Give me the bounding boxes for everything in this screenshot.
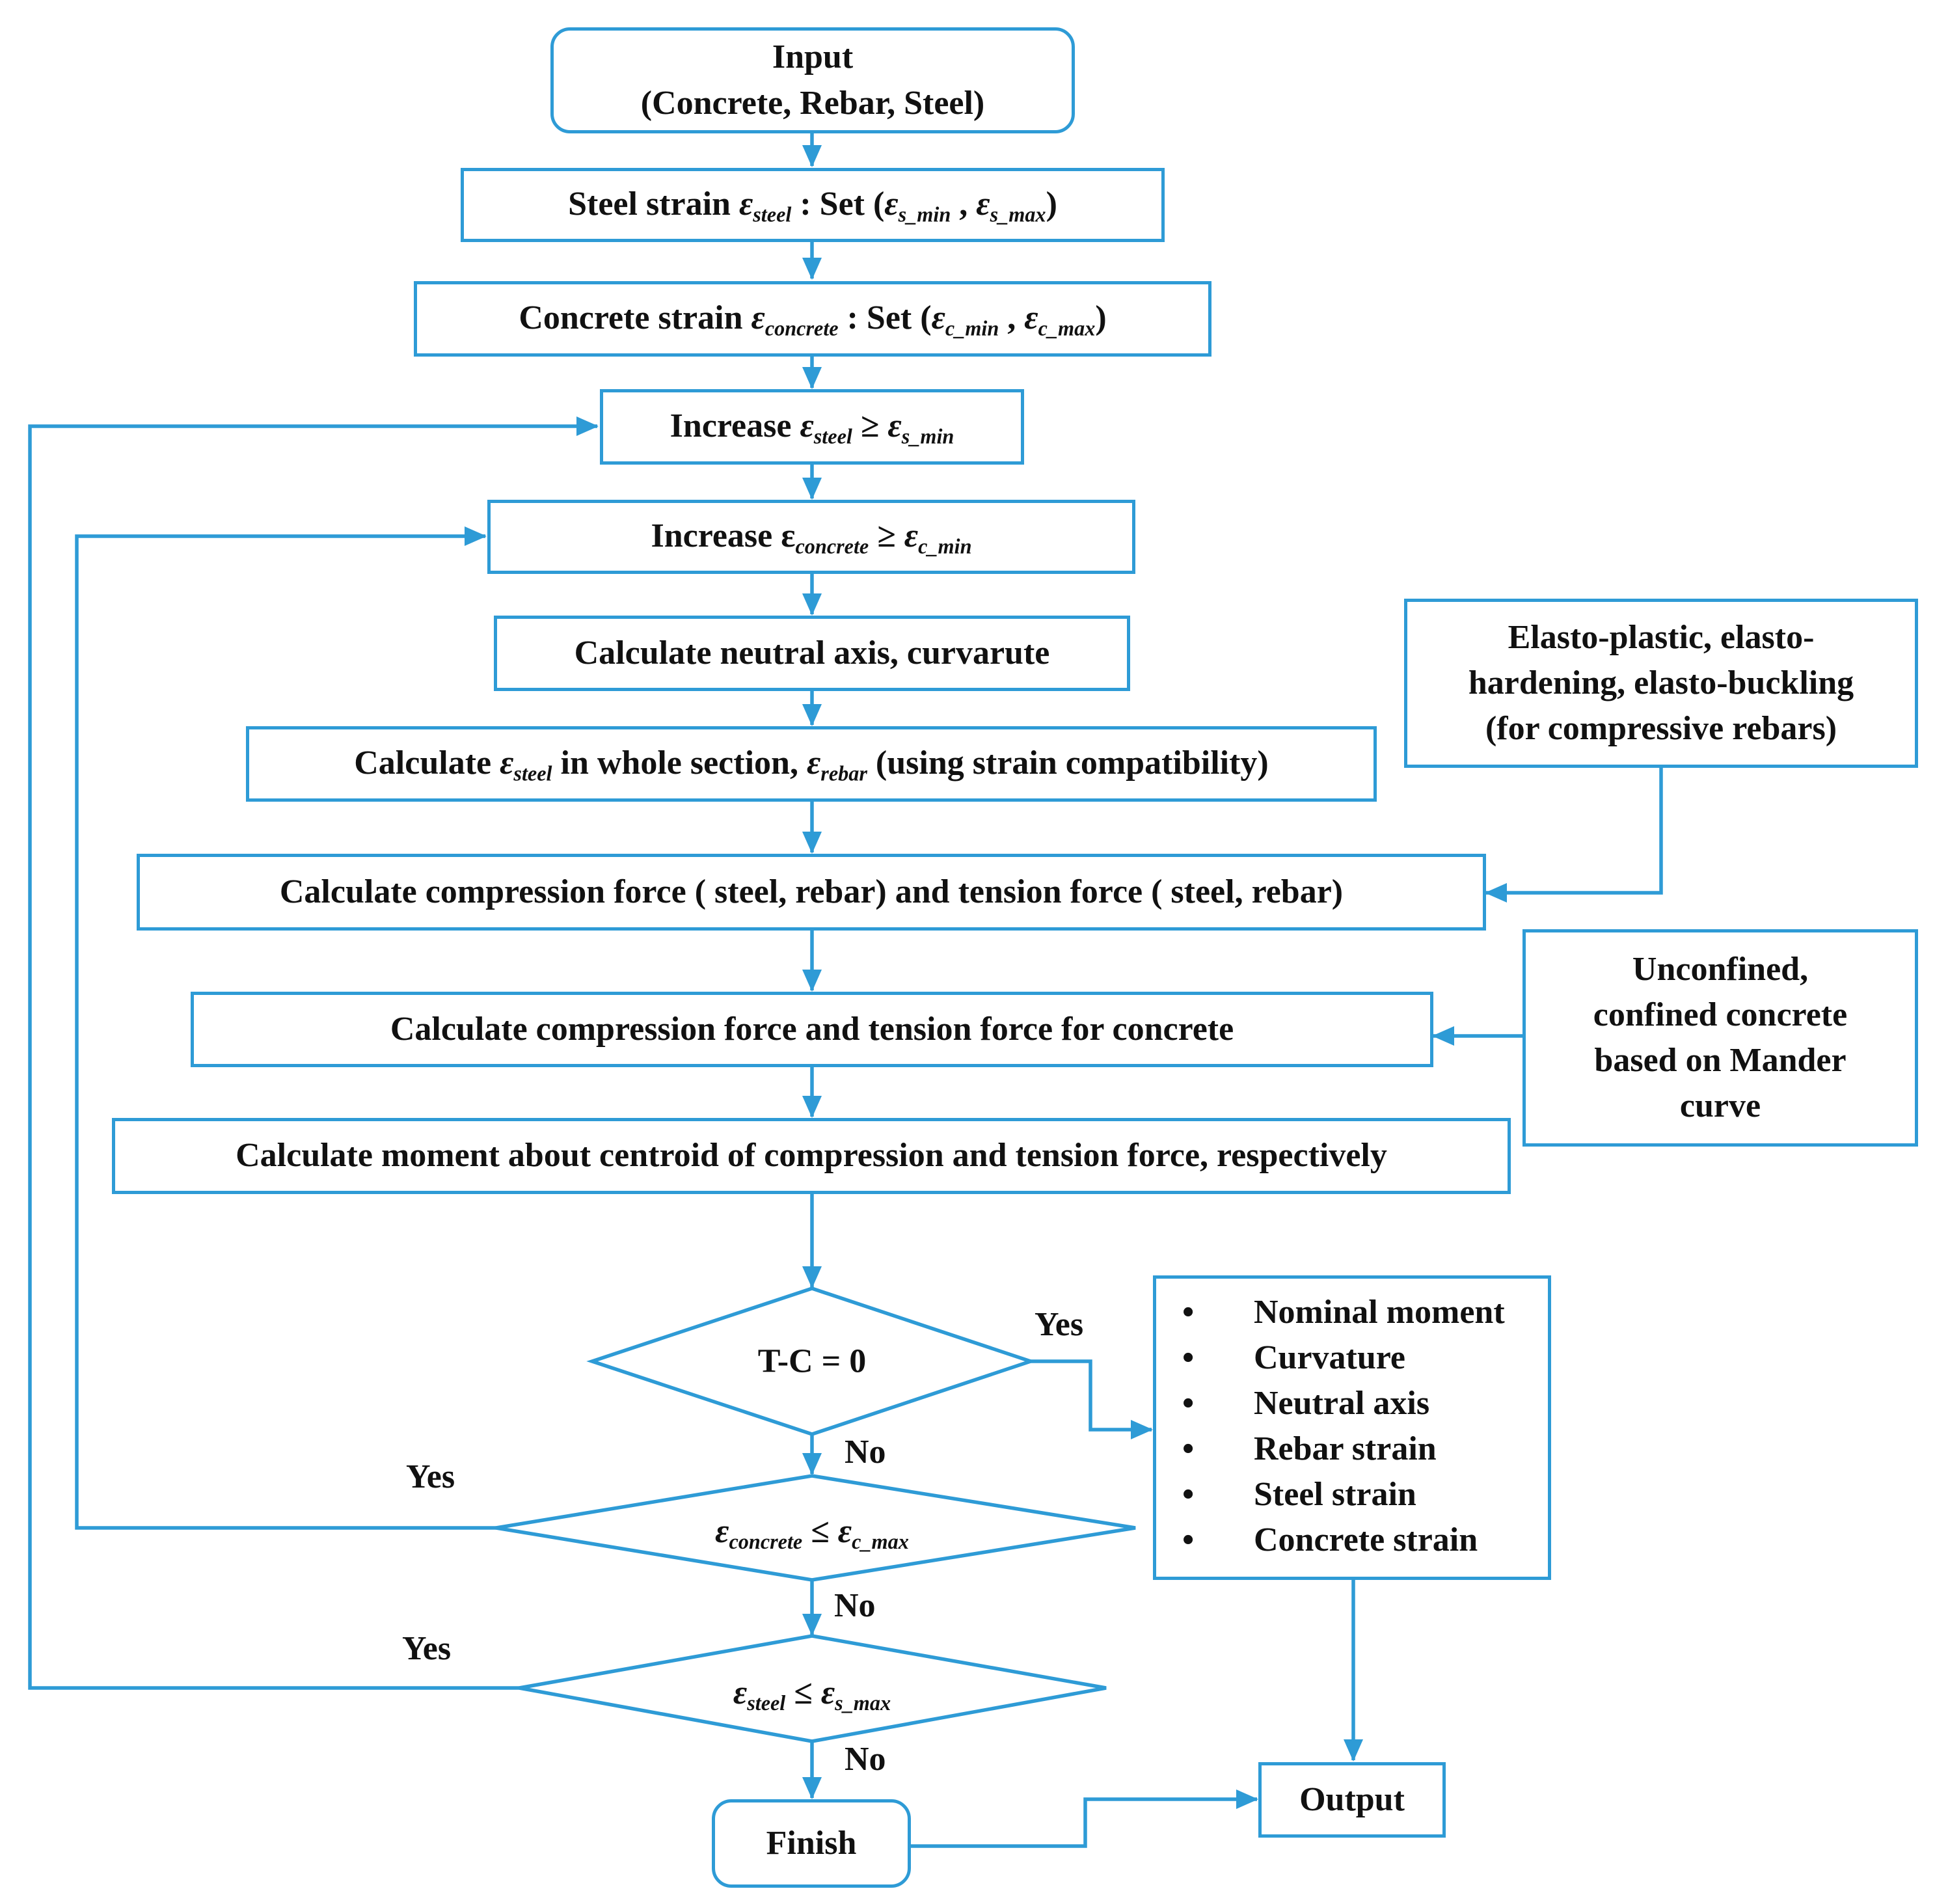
yes-label-steel: Yes: [402, 1630, 452, 1667]
result-item-label: Curvature: [1254, 1339, 1406, 1376]
decision-tc-shape: [586, 1286, 1036, 1436]
concrete-strain-set-box: Concrete strain εconcrete : Set (εc_min …: [414, 281, 1211, 357]
result-item-label: Neutral axis: [1254, 1385, 1430, 1422]
increase-steel-box: Increase εsteel ≥ εs_min: [600, 389, 1024, 465]
bullet-icon: •: [1182, 1476, 1195, 1513]
bullet-icon: •: [1182, 1521, 1195, 1558]
arrow-concrete-yes-loop: [75, 526, 496, 1530]
concrete-model-box: Unconfined, confined concrete based on M…: [1522, 929, 1918, 1147]
result-item: • Curvature: [1182, 1339, 1405, 1377]
result-item-label: Concrete strain: [1254, 1521, 1478, 1558]
decision-concrete-shape: [495, 1474, 1136, 1582]
rebar-model-box: Elasto-plastic, elasto- hardening, elast…: [1404, 599, 1918, 768]
bullet-icon: •: [1182, 1294, 1195, 1331]
decision-concrete-text: εconcrete ≤ εc_max: [715, 1512, 909, 1554]
calc-steel-strain-box: Calculate εsteel in whole section, εreba…: [246, 726, 1377, 802]
results-box: • Nominal moment • Curvature • Neutral axis • R…: [1153, 1275, 1551, 1580]
decision-tc-text: T-C = 0: [757, 1342, 867, 1380]
input-title: Input: [772, 38, 854, 76]
neutral-axis-box: Calculate neutral axis, curvarute: [494, 616, 1130, 691]
result-item: • Nominal moment: [1182, 1293, 1505, 1331]
steel-strain-set-box: Steel strain εsteel : Set (εs_min , εs_m…: [461, 168, 1165, 242]
result-item-label: Nominal moment: [1254, 1294, 1505, 1331]
result-item-label: Steel strain: [1254, 1476, 1416, 1513]
arrow-finish-to-output: [911, 1789, 1258, 1848]
moment-box: Calculate moment about centroid of compr…: [112, 1118, 1511, 1194]
result-item: • Neutral axis: [1182, 1384, 1429, 1422]
result-item-label: Rebar strain: [1254, 1430, 1437, 1467]
yes-label-tc: Yes: [1035, 1306, 1084, 1343]
decision-steel-shape: [519, 1634, 1107, 1743]
result-item: • Rebar strain: [1182, 1430, 1437, 1468]
input-subtitle: (Concrete, Rebar, Steel): [640, 84, 985, 122]
decision-steel-text: εsteel ≤ εs_max: [733, 1674, 891, 1715]
steel-strain-var: εsteel: [738, 185, 792, 226]
force-concrete-box: Calculate compression force and tension …: [191, 992, 1433, 1067]
no-label-concrete: No: [834, 1587, 876, 1624]
arrow-steel-yes-loop: [28, 416, 599, 1690]
arrow-tc-yes-to-results: [1031, 1359, 1153, 1439]
result-item: • Steel strain: [1182, 1475, 1416, 1514]
finish-box: Finish: [712, 1799, 911, 1888]
no-label-tc: No: [845, 1434, 886, 1471]
input-box: Input (Concrete, Rebar, Steel): [550, 27, 1075, 133]
no-label-steel: No: [845, 1741, 886, 1778]
increase-concrete-box: Increase εconcrete ≥ εc_min: [487, 500, 1135, 574]
bullet-icon: •: [1182, 1430, 1195, 1467]
bullet-icon: •: [1182, 1339, 1195, 1376]
output-box: Output: [1258, 1762, 1446, 1838]
arrow-rebar-model-to-force-steel: [1485, 768, 1663, 903]
result-item: • Concrete strain: [1182, 1521, 1478, 1559]
bullet-icon: •: [1182, 1385, 1195, 1422]
yes-label-concrete: Yes: [406, 1458, 455, 1495]
force-steel-box: Calculate compression force ( steel, reb…: [137, 854, 1486, 931]
